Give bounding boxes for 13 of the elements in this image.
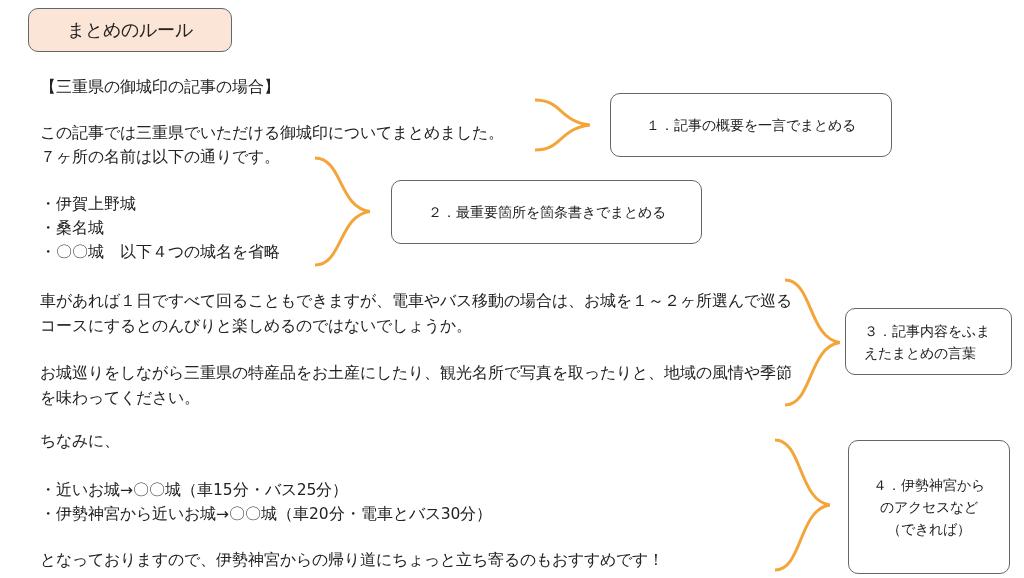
list-item: ・〇〇城 以下４つの城名を省略 bbox=[40, 242, 280, 263]
list-item: ・近いお城→〇〇城（車15分・バス25分） bbox=[40, 480, 349, 501]
list-item: ・伊勢神宮から近いお城→〇〇城（車20分・電車とバス30分） bbox=[40, 504, 493, 525]
body-text: となっておりますので、伊勢神宮からの帰り道にちょっと立ち寄るのもおすすめです！ bbox=[40, 550, 664, 571]
paragraph: お城巡りをしながら三重県の特産品をお土産にしたり、観光名所で写真を取ったりと、地域の風情や季節を味わってください。 bbox=[40, 363, 793, 409]
list-item: ・伊賀上野城 bbox=[40, 194, 136, 215]
title-box: まとめのルール bbox=[28, 8, 232, 52]
list-item: ・桑名城 bbox=[40, 218, 104, 239]
heading-text: 【三重県の御城印の記事の場合】 bbox=[40, 77, 280, 98]
body-text: ちなみに、 bbox=[40, 431, 120, 452]
paragraph: 車があれば１日ですべて回ることもできますが、電車やバス移動の場合は、お城を１～２ヶ所選んで巡るコースにするとのんびりと楽しめるのではないでしょうか。 bbox=[40, 291, 793, 337]
body-text: ７ヶ所の名前は以下の通りです。 bbox=[40, 147, 280, 168]
body-text: この記事では三重県でいただける御城印についてまとめました。 bbox=[40, 123, 504, 144]
